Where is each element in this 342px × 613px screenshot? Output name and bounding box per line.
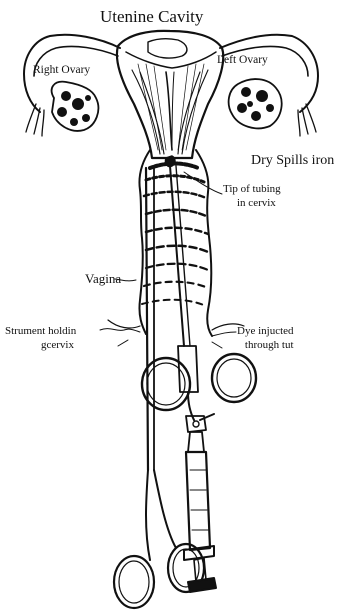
label-left-ovary: Left Ovary [217,54,268,66]
label-instrument-holding-cervix: Strument holdin gcervix [5,325,76,353]
label-dye-injected: Dye injucted through tut [237,325,294,353]
left-ovary [229,79,282,128]
uterus [117,31,223,158]
label-instrument-line2: gcervix [5,339,76,353]
label-right-ovary: Right Ovary [33,64,90,76]
label-dye-line1: Dye injucted [237,325,294,339]
label-dye-line2: through tut [237,339,294,353]
label-tip-line1: Tip of tubing [223,183,281,197]
label-dry-spills: Dry Spills iron [251,154,334,169]
syringe [184,432,216,592]
diagram-title: Utenine Cavity [100,8,203,26]
label-tip-of-tubing: Tip of tubing in cervix [223,183,281,211]
label-vagina: Vagina [85,272,121,286]
label-instrument-line1: Strument holdin [5,325,76,339]
label-tip-line2: in cervix [223,197,281,211]
leader-lines [100,172,236,336]
right-ovary [52,82,99,131]
